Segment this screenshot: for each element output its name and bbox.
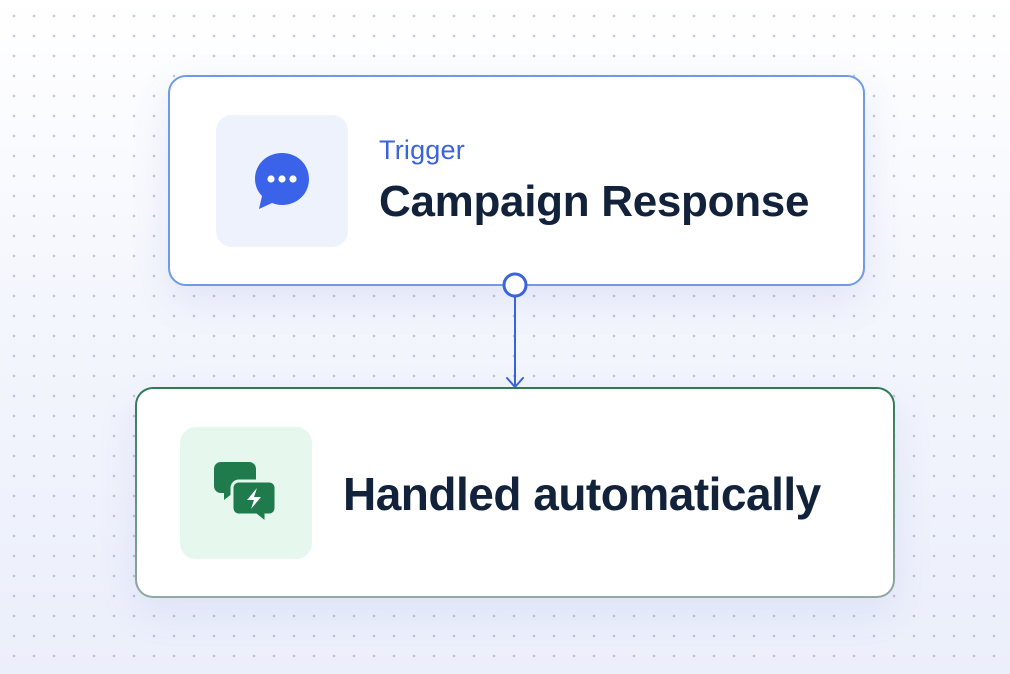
action-title: Handled automatically — [343, 468, 821, 520]
connector-arrowhead — [506, 377, 524, 388]
chat-bubble-ellipsis-icon — [255, 153, 309, 209]
trigger-node[interactable]: Trigger Campaign Response — [168, 75, 865, 286]
action-node[interactable]: Handled automatically — [135, 387, 895, 598]
chat-bubbles-lightning-icon — [214, 462, 278, 527]
trigger-icon-tile — [216, 115, 348, 247]
trigger-title: Campaign Response — [379, 177, 810, 226]
node-type-label: Trigger — [379, 135, 465, 165]
connector-port-handle[interactable] — [502, 272, 528, 298]
connector — [502, 272, 528, 388]
action-icon-tile — [180, 427, 312, 559]
